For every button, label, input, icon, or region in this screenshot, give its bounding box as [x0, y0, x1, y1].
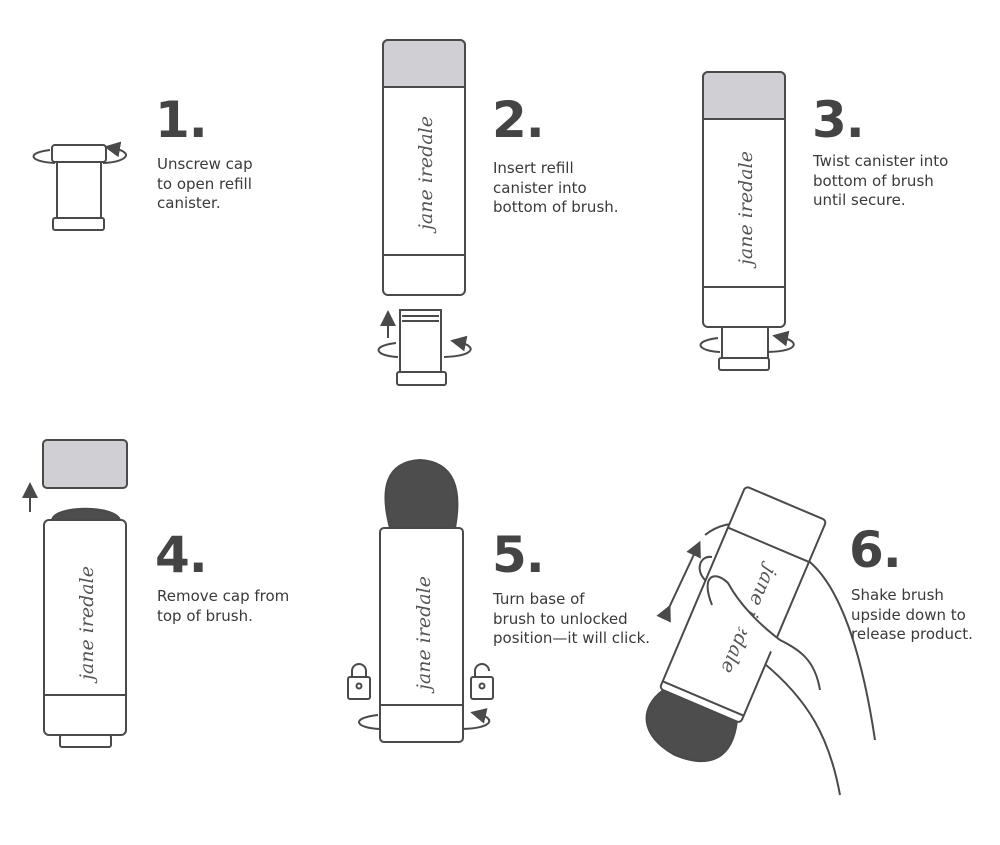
step-4-brush: jane iredale	[22, 439, 128, 748]
lock-icon	[347, 663, 371, 700]
rotate-arrow-icon	[358, 714, 491, 730]
svg-text:jane iredale: jane iredale	[735, 151, 757, 269]
step-4-number: 4.	[155, 526, 208, 584]
step-3-text: Twist canister into bottom of brush unti…	[813, 152, 949, 209]
step-2-number: 2.	[492, 91, 545, 149]
step-3-brush: jane iredale	[699, 71, 795, 371]
step-5-number: 5.	[492, 526, 545, 584]
step-1-canister	[32, 145, 127, 231]
brush-head	[645, 689, 738, 763]
svg-text:jane iredale: jane iredale	[76, 566, 98, 684]
step-1-text: Unscrew cap to open refill canister.	[157, 155, 253, 212]
rotate-arrow-icon	[699, 337, 795, 353]
step-6-number: 6.	[849, 521, 902, 579]
unlock-icon	[470, 663, 494, 700]
brush-head	[384, 458, 459, 529]
shake-arrow-icon	[656, 540, 701, 623]
step-4-text: Remove cap from top of brush.	[157, 587, 290, 625]
step-3-number: 3.	[812, 91, 865, 149]
cap	[42, 439, 128, 489]
step-6-text: Shake brush upside down to release produ…	[851, 586, 973, 643]
step-5-brush: jane iredale	[347, 458, 494, 743]
step-2-text: Insert refill canister into bottom of br…	[493, 159, 619, 216]
rotate-arrow-icon	[377, 342, 472, 358]
rotate-arrow-icon	[32, 148, 127, 164]
step-2-brush: jane iredale	[377, 39, 472, 386]
step-6-hand-shaking-brush: jane iredale	[645, 486, 876, 796]
step-1-number: 1.	[155, 91, 208, 149]
svg-text:jane iredale: jane iredale	[415, 116, 437, 234]
svg-text:jane iredale: jane iredale	[413, 576, 435, 694]
step-5-text: Turn base of brush to unlocked position—…	[493, 590, 651, 647]
